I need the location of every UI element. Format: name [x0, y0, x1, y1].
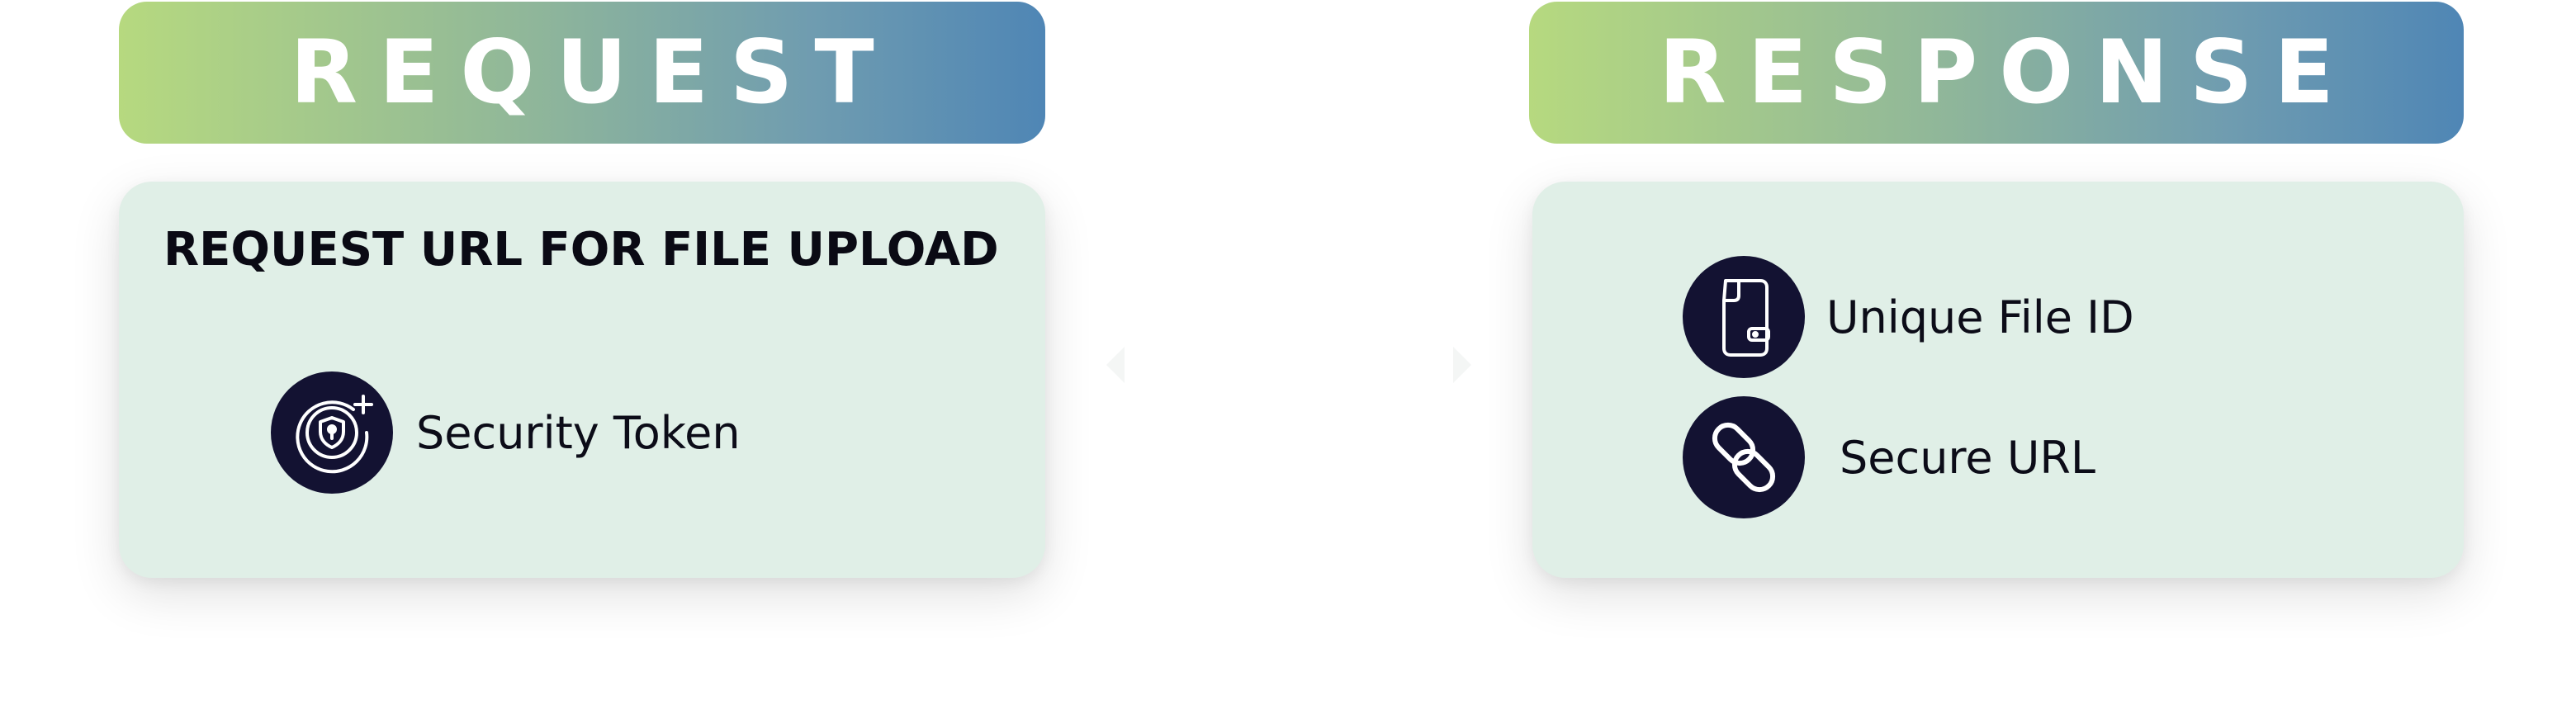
- request-header: REQUEST: [119, 2, 1045, 144]
- file-id-icon: [1683, 256, 1805, 378]
- security-token-item: Security Token: [271, 371, 741, 494]
- faint-arrow-left: [1106, 347, 1125, 383]
- secure-url-label: Secure URL: [1840, 431, 2095, 484]
- request-header-label: REQUEST: [290, 21, 896, 123]
- response-panel: Unique File ID Secure URL: [1532, 182, 2464, 578]
- response-header-label: RESPONSE: [1659, 21, 2356, 123]
- request-panel: REQUEST URL FOR FILE UPLOAD Security Tok…: [119, 182, 1045, 578]
- response-header: RESPONSE: [1529, 2, 2464, 144]
- unique-file-id-label: Unique File ID: [1826, 291, 2134, 343]
- request-panel-title: REQUEST URL FOR FILE UPLOAD: [163, 223, 999, 277]
- secure-url-item: Secure URL: [1683, 396, 2095, 518]
- security-token-label: Security Token: [416, 406, 741, 459]
- security-token-icon: [271, 371, 393, 494]
- unique-file-id-item: Unique File ID: [1683, 256, 2134, 378]
- link-icon: [1683, 396, 1805, 518]
- faint-arrow-right: [1453, 347, 1471, 383]
